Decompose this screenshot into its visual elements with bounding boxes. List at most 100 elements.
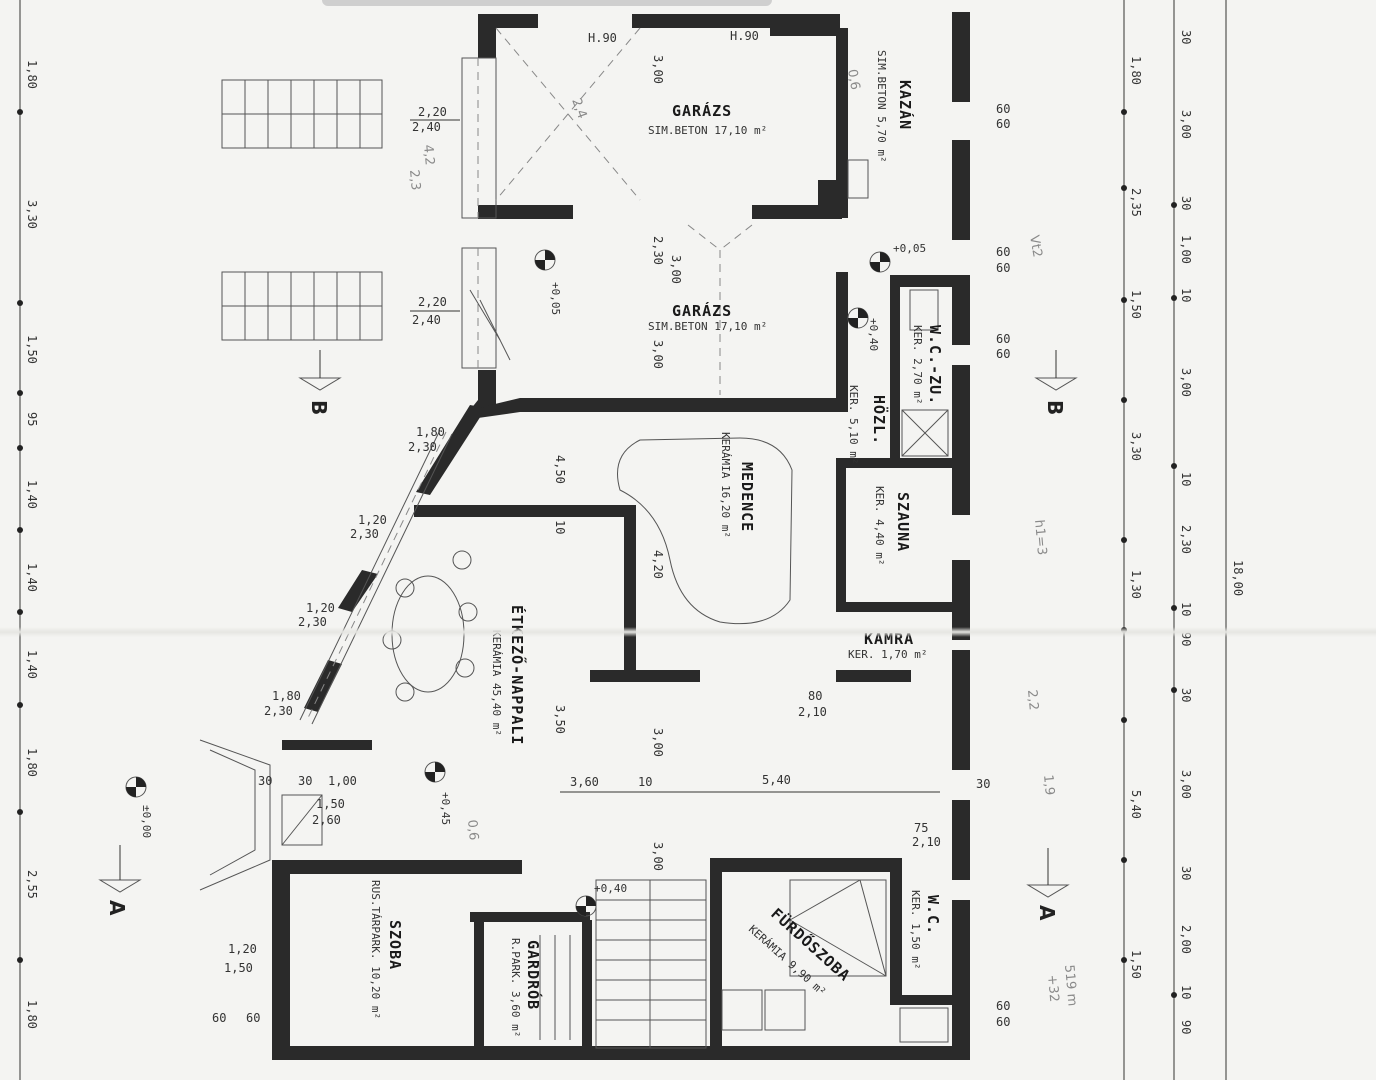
- pencil-9: 519 m: [1061, 964, 1080, 1007]
- level-2: +0,05: [893, 242, 926, 255]
- dim-mid3: 3,00: [669, 255, 683, 284]
- dim-inner-3: 10: [1179, 472, 1193, 486]
- section-a-left: A: [105, 900, 129, 916]
- pool-detail: KERÁMIA 16,20 m²: [719, 432, 732, 538]
- level-marker-5: ±0,00: [125, 776, 153, 838]
- right-dimension-chain-inner: 1,80 3,00 2,35 1,00 1,50 3,00 3,30 2,30 …: [1121, 0, 1193, 1080]
- left-dimension-chain: 1,80 3,30 1,50 95 1,40 1,40 1,40 1,80 2,…: [17, 0, 39, 1080]
- dim-right-14: 90: [1179, 1020, 1193, 1034]
- dim-liv3: 5,40: [762, 773, 791, 787]
- level-3: +0,40: [867, 318, 880, 351]
- level-marker-6: +0,40: [575, 882, 627, 917]
- wardrobe-name: GARDRÓB: [524, 940, 543, 1010]
- level-5: ±0,00: [140, 805, 153, 838]
- dim-k210: 2,10: [798, 705, 827, 719]
- pantry-detail: KER. 1,70 m²: [848, 648, 927, 661]
- room-labels: GARÁZS SIM.BETON 17,10 m² GARÁZS SIM.BET…: [369, 50, 944, 1037]
- parking-grid-bottom: [221, 271, 383, 341]
- dim-liv5: 4,20: [651, 550, 665, 579]
- dim-w1: 1,80: [416, 425, 445, 439]
- dim-r60f: 60: [996, 347, 1010, 361]
- level-marker-1: +0,05: [534, 249, 562, 315]
- garage-doors: [461, 27, 753, 395]
- pencil-2: 4,2: [420, 144, 437, 166]
- dim-w4: 1,80: [272, 689, 301, 703]
- level-marker-2: +0,05: [869, 242, 926, 273]
- dim-left-7: 1,80: [25, 748, 39, 777]
- dim-entr5: 2,60: [312, 813, 341, 827]
- dim-liv1: 3,60: [570, 775, 599, 789]
- pencil-1: 2,4: [568, 96, 589, 121]
- dim-left-4: 1,40: [25, 480, 39, 509]
- dim-mid4: 3,00: [651, 340, 665, 369]
- hall-detail: KER. 5,10 m²: [847, 385, 860, 464]
- dim-left-5: 1,40: [25, 563, 39, 592]
- sauna-name: SZAUNA: [894, 492, 912, 552]
- dim-r60g: 60: [996, 999, 1010, 1013]
- wc2-name: W.C.: [924, 895, 942, 935]
- pencil-10: +32: [1044, 974, 1061, 1003]
- dim-k80: 80: [808, 689, 822, 703]
- room-name: SZOBA: [386, 920, 404, 970]
- dim-entr1: 30: [258, 774, 272, 788]
- dim-w2b: 2,30: [350, 527, 379, 541]
- dim-w4b: 2,30: [264, 704, 293, 718]
- dim-w1b: 2,30: [408, 440, 437, 454]
- section-a-right: A: [1035, 905, 1059, 921]
- dim-mid6: 3,00: [651, 842, 665, 871]
- pencil-7: 2,2: [1024, 689, 1041, 711]
- dim-mid2: 2,30: [651, 236, 665, 265]
- section-markers: B B A A: [98, 350, 1078, 921]
- dim-d60a: 60: [212, 1011, 226, 1025]
- dim-inner-2: 10: [1179, 288, 1193, 302]
- dim-right-0: 1,80: [1129, 56, 1143, 85]
- dim-right-4: 1,50: [1129, 290, 1143, 319]
- dim-r60c: 60: [996, 245, 1010, 259]
- dim-g2: 2,20: [418, 295, 447, 309]
- dim-k2102: 2,10: [912, 835, 941, 849]
- dim-door1b: 1,50: [224, 961, 253, 975]
- dim-total: 18,00: [1231, 560, 1245, 596]
- paper-edge: [322, 0, 772, 6]
- level-1: +0,05: [549, 282, 562, 315]
- dim-g1: 2,20: [418, 105, 447, 119]
- dim-liv6: 4,50: [553, 455, 567, 484]
- dim-right-1: 3,00: [1179, 110, 1193, 139]
- pencil-8: 1,9: [1040, 774, 1057, 796]
- dim-g2b: 2,40: [412, 313, 441, 327]
- dim-inner-1: 30: [1179, 196, 1193, 210]
- dim-right-8: 1,30: [1129, 570, 1143, 599]
- dim-r60e: 60: [996, 332, 1010, 346]
- section-b-right: B: [1043, 400, 1067, 415]
- dim-left-2: 1,50: [25, 335, 39, 364]
- dim-right-13: 1,50: [1129, 950, 1143, 979]
- garage1-detail: SIM.BETON 17,10 m²: [648, 124, 767, 137]
- wc1-detail: KER. 2,70 m²: [911, 325, 924, 404]
- boiler-detail: SIM.BETON 5,70 m²: [875, 50, 888, 163]
- paper-fold: [0, 627, 1376, 637]
- garage2-detail: SIM.BETON 17,10 m²: [648, 320, 767, 333]
- pencil-5: Vt2: [1026, 234, 1045, 259]
- pencil-0: 0,6: [844, 68, 862, 91]
- interior-dimensions: 2,20 2,40 2,20 2,40 H.90 H.90 3,00 2,30 …: [212, 29, 1010, 1029]
- dim-left-0: 1,80: [25, 60, 39, 89]
- wc2-detail: KER. 1,50 m²: [909, 890, 922, 969]
- dim-r60a: 60: [996, 102, 1010, 116]
- dim-r60b: 60: [996, 117, 1010, 131]
- sauna-detail: KER. 4,40 m²: [873, 486, 886, 565]
- walls: [272, 12, 970, 1060]
- dim-right-12: 2,00: [1179, 925, 1193, 954]
- dim-left-9: 1,80: [25, 1000, 39, 1029]
- dining-set: [382, 550, 478, 702]
- level-marker-3: +0,40: [847, 307, 880, 351]
- dim-right-3: 1,00: [1179, 235, 1193, 264]
- dim-inner-0: 30: [1179, 30, 1193, 44]
- curtain-windows: [299, 429, 453, 725]
- dim-mid5: 3,00: [651, 728, 665, 757]
- hall-name: HÖZL.: [870, 395, 889, 445]
- pencil-3: 2,3: [406, 169, 423, 191]
- dim-w2: 1,20: [358, 513, 387, 527]
- dim-right-6: 3,30: [1129, 432, 1143, 461]
- dim-w3b: 2,30: [298, 615, 327, 629]
